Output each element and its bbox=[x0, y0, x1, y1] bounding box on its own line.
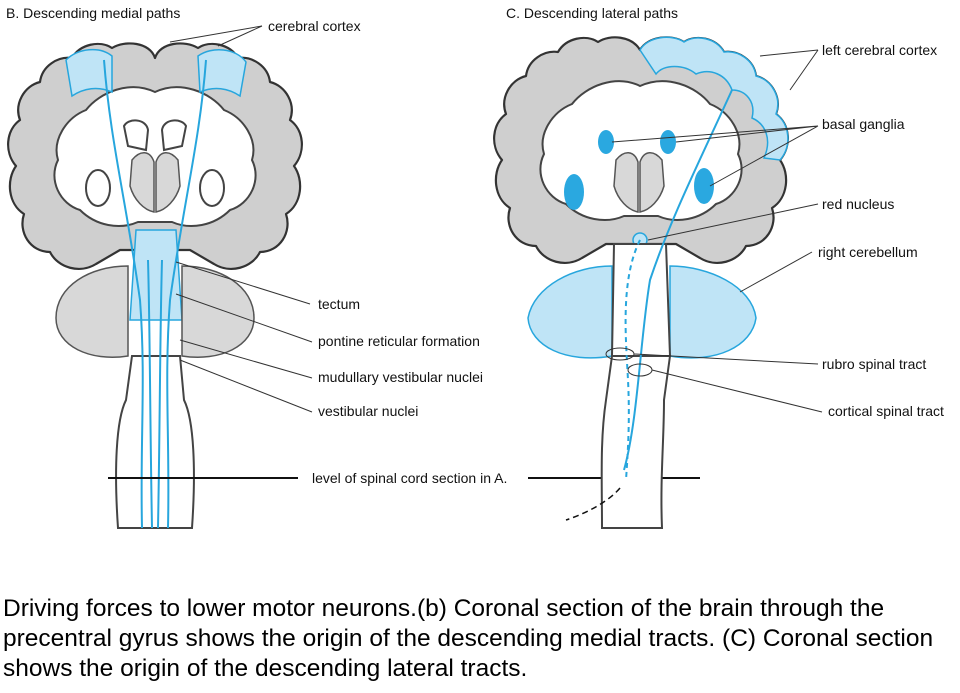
panel-b-basal-ganglia-right bbox=[199, 169, 225, 207]
panel-b-basal-ganglia-left bbox=[85, 169, 111, 207]
panel-c-spinal-exit bbox=[565, 487, 621, 521]
leader-right-cerebellum bbox=[739, 251, 813, 293]
panel-c-cortical-spinal-tract bbox=[623, 89, 733, 471]
panel-c-white-matter bbox=[539, 80, 743, 221]
panel-b-tract-3 bbox=[147, 259, 153, 529]
panel-c-title: C. Descending lateral paths bbox=[506, 5, 678, 21]
leader-pontine bbox=[175, 293, 313, 343]
panel-c-spinal-cord bbox=[600, 355, 672, 529]
panel-b-title: B. Descending medial paths bbox=[6, 5, 180, 21]
panel-b-motor-cortex bbox=[65, 48, 113, 98]
brain-coronal-sections-figure: B. Descending medial paths bbox=[6, 5, 944, 529]
leader-left-cerebral-cortex bbox=[759, 49, 819, 91]
panel-b-cerebellum bbox=[55, 265, 255, 358]
figure-caption: Driving forces to lower motor neurons.(b… bbox=[3, 595, 934, 682]
leader-cortical-spinal bbox=[651, 369, 823, 413]
leader-rubro-spinal bbox=[633, 353, 819, 365]
panel-b-ventricles bbox=[122, 119, 188, 152]
panel-c-thalamus bbox=[613, 152, 665, 213]
panel-c-left-cerebral-cortex bbox=[639, 36, 789, 161]
leader-vestibular bbox=[179, 359, 313, 413]
panel-c-brainstem bbox=[610, 243, 672, 357]
label-basal-ganglia: basal ganglia bbox=[822, 116, 905, 132]
panel-b-tract-1 bbox=[103, 59, 144, 529]
panel-c: C. Descending lateral paths bbox=[493, 5, 944, 529]
label-tectum: tectum bbox=[318, 296, 360, 312]
label-spinal-level: level of spinal cord section in A. bbox=[312, 470, 507, 486]
label-cerebral-cortex: cerebral cortex bbox=[268, 18, 361, 34]
panel-b-spinal-cord bbox=[115, 355, 195, 529]
label-vestibular-nuclei: vestibular nuclei bbox=[318, 403, 418, 419]
label-red-nucleus: red nucleus bbox=[822, 196, 894, 212]
panel-b: B. Descending medial paths bbox=[6, 5, 507, 529]
panel-c-basal-ganglia-left bbox=[598, 130, 614, 154]
panel-c-rubro-spinal-tract bbox=[624, 239, 641, 481]
label-left-cerebral-cortex: left cerebral cortex bbox=[822, 42, 937, 58]
panel-b-thalamus bbox=[129, 152, 181, 213]
panel-c-putamen-left bbox=[564, 174, 584, 210]
leader-medullary-vestibular bbox=[179, 339, 313, 379]
leader-basal-ganglia bbox=[611, 125, 819, 187]
panel-b-tract-4 bbox=[157, 259, 163, 529]
panel-c-basal-ganglia-right bbox=[660, 130, 676, 154]
leader-red-nucleus bbox=[647, 203, 819, 241]
leader-tectum bbox=[175, 261, 311, 305]
panel-b-tract-2 bbox=[166, 59, 207, 529]
panel-b-motor-cortex-right bbox=[197, 49, 247, 98]
panel-c-putamen-right bbox=[694, 168, 714, 204]
leader-cerebral-cortex bbox=[169, 25, 263, 47]
label-right-cerebellum: right cerebellum bbox=[818, 244, 918, 260]
label-medullary-vestibular-nuclei: mudullary vestibular nuclei bbox=[318, 369, 483, 385]
label-cortical-spinal-tract: cortical spinal tract bbox=[828, 403, 944, 419]
label-rubro-spinal-tract: rubro spinal tract bbox=[822, 356, 926, 372]
label-pontine-reticular-formation: pontine reticular formation bbox=[318, 333, 480, 349]
